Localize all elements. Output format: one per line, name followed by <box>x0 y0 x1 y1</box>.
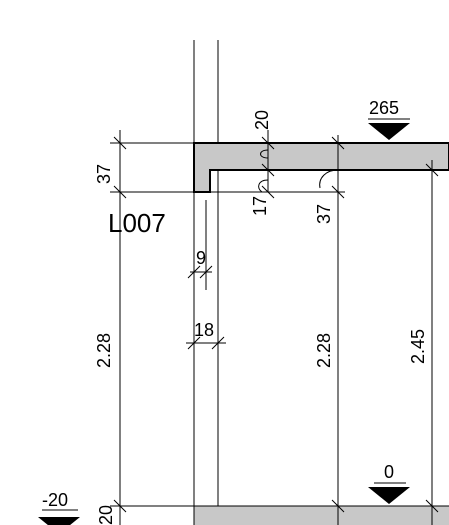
tick-slab-bottom <box>261 185 275 199</box>
dim-lintel-height: 37 <box>94 164 114 184</box>
dim-opening-height-mid: 2.28 <box>314 333 334 368</box>
tick-frame-a <box>187 265 201 279</box>
top-slab <box>193 142 449 193</box>
dim-opening-height-left: 2.28 <box>94 333 114 368</box>
dim-slab-top: 20 <box>252 110 272 130</box>
tick-wall-a <box>187 336 201 350</box>
dim-lintel-step: 17 <box>250 196 270 216</box>
tick-mid-bottom <box>331 499 345 513</box>
level-marker-floor <box>368 487 410 504</box>
leader-17 <box>258 179 269 193</box>
dim-bottom-cut: 20 <box>96 505 116 525</box>
leader-37 <box>319 169 339 189</box>
dim-slab-total: 37 <box>314 204 334 224</box>
tick-frame-b <box>199 265 213 279</box>
bottom-slab <box>193 505 449 525</box>
tick-slab-mid <box>261 163 275 177</box>
tick-wall-b <box>211 336 225 350</box>
tick-right-top <box>425 163 439 177</box>
leader-20 <box>260 149 269 159</box>
dim-clear-height-right: 2.45 <box>408 329 428 364</box>
level-marker-top <box>368 123 410 140</box>
dim-frame-width: 9 <box>196 248 206 268</box>
level-value-floor: 0 <box>384 462 394 482</box>
dim-wall-thickness: 18 <box>194 320 214 340</box>
level-marker-left <box>38 517 80 525</box>
level-value-top: 265 <box>369 98 399 118</box>
tick-mid-mid <box>331 185 345 199</box>
tick-right-bottom <box>425 499 439 513</box>
tick-mid-top <box>331 136 345 150</box>
opening-label: L007 <box>108 208 166 238</box>
level-value-left: -20 <box>42 490 68 510</box>
tick-slab-top <box>261 136 275 150</box>
